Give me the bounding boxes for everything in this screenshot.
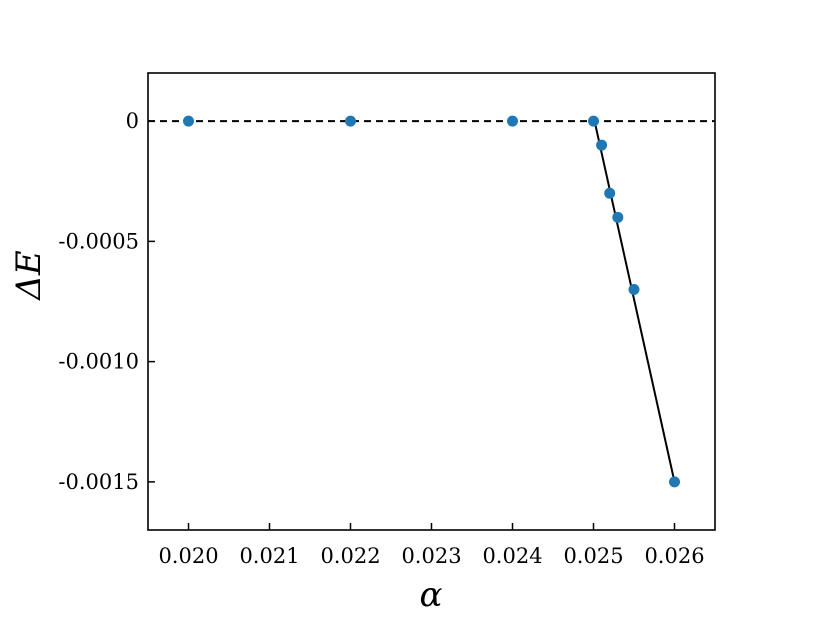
data-point bbox=[612, 211, 624, 223]
fit-line bbox=[592, 116, 676, 483]
x-tick-label: 0.024 bbox=[482, 544, 542, 568]
data-point bbox=[183, 115, 194, 127]
data-point bbox=[507, 115, 518, 127]
plot-frame bbox=[147, 72, 716, 531]
y-axis-label: ΔE bbox=[9, 250, 49, 302]
x-axis-label: α bbox=[420, 575, 443, 615]
data-point bbox=[596, 139, 608, 151]
data-point bbox=[345, 115, 356, 127]
x-tick-label: 0.023 bbox=[401, 544, 461, 568]
y-tick-label: -0.0015 bbox=[58, 470, 139, 494]
x-tick-label: 0.026 bbox=[644, 544, 704, 568]
data-point bbox=[669, 476, 680, 488]
x-tick-label: 0.025 bbox=[563, 544, 623, 568]
x-tick-label: 0.020 bbox=[158, 544, 218, 568]
plot-layer: 0.020 0.021 0.022 0.023 0.024 0.025 0.026 0 -0.0… bbox=[58, 72, 716, 568]
y-tick-label: 0 bbox=[126, 109, 139, 133]
y-tick-label: -0.0005 bbox=[58, 229, 139, 253]
x-tick-label: 0.021 bbox=[239, 544, 299, 568]
y-tick-label: -0.0010 bbox=[58, 350, 139, 374]
x-tick-label: 0.022 bbox=[320, 544, 380, 568]
data-point bbox=[588, 115, 599, 127]
data-point bbox=[628, 283, 640, 295]
data-point bbox=[604, 187, 616, 199]
